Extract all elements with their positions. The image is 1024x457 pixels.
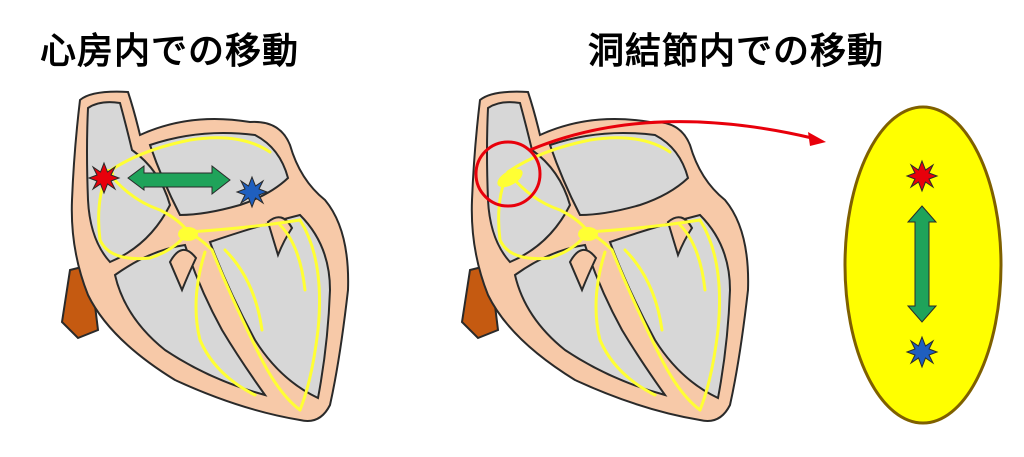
heart-diagram-left (60, 90, 350, 423)
sinus-node-right (497, 168, 523, 188)
blue-starburst-icon (906, 336, 938, 368)
red-starburst-icon (88, 162, 120, 194)
red-starburst-icon (906, 160, 938, 192)
double-arrow-icon (127, 164, 231, 196)
double-arrow-icon (906, 205, 938, 323)
curved-arrow-icon (529, 120, 826, 152)
sinus-node-zoom (843, 105, 1003, 425)
blue-starburst-icon (236, 176, 268, 208)
title-atrial-movement: 心房内での移動 (40, 31, 300, 72)
heart-diagram-right (460, 90, 826, 423)
title-sinus-node-movement: 洞結節内での移動 (588, 31, 885, 72)
highlight-circle (474, 140, 542, 208)
